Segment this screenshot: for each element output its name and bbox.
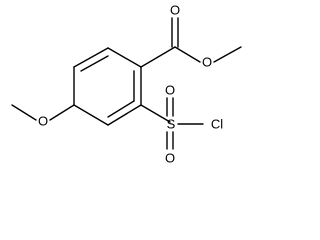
- sulfonyl-oxygen-top-label: O: [165, 83, 175, 98]
- ring-bond-top-left-inner: [80, 55, 109, 72]
- ring-bond-top-left: [73, 47, 109, 68]
- ring-to-sulfur-bond: [140, 104, 171, 123]
- ring-to-methoxy-oxygen-bond: [49, 104, 75, 121]
- ring-bond-top: [107, 47, 142, 68]
- atom-labels: O O O S O O Cl: [38, 3, 223, 166]
- sulfonyl-oxygen-bottom-label: O: [165, 151, 175, 166]
- ester-oxygen-label: O: [202, 55, 212, 70]
- carbonyl-to-ester-oxygen-bond: [174, 46, 201, 63]
- ring-to-carbonyl-bond: [140, 46, 176, 68]
- chemical-structure-diagram: O O O S O O Cl: [11, 3, 242, 166]
- sulfur-label: S: [167, 117, 176, 132]
- chlorine-label: Cl: [211, 117, 223, 132]
- methoxy-oxygen-to-methyl-bond: [11, 104, 37, 121]
- carbonyl-oxygen-label: O: [170, 3, 180, 18]
- ester-oxygen-to-methyl-bond: [213, 46, 242, 63]
- ring-bond-bottom-right: [107, 104, 142, 126]
- ring-bond-bottom-right-inner: [107, 100, 135, 118]
- methoxy-oxygen-label: O: [38, 114, 48, 129]
- ring-bond-bottom-left: [73, 104, 109, 126]
- bonds: [11, 17, 242, 150]
